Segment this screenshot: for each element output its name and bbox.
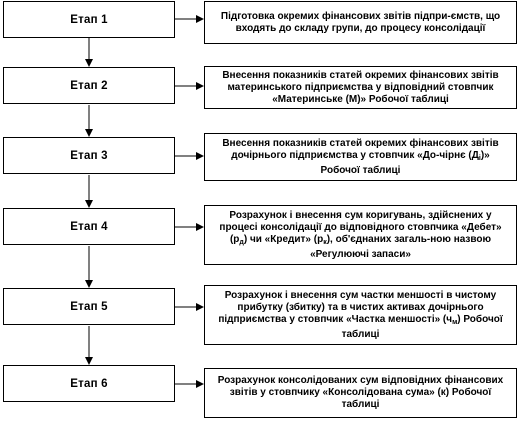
stage-label: Етап 1 — [70, 13, 108, 26]
stage-description-text: Внесення показників статей окремих фінан… — [222, 69, 499, 105]
stage-label: Етап 6 — [70, 377, 108, 390]
text-part: )» Робочої таблиці — [320, 149, 490, 176]
stage-box-5: Етап 5 — [3, 288, 175, 325]
stage-box-2: Етап 2 — [3, 67, 175, 104]
subscript: к — [323, 238, 327, 246]
stage-description-4: Розрахунок і внесення сум коригувань, зд… — [204, 205, 517, 265]
stage-box-6: Етап 6 — [3, 365, 175, 402]
stage-label: Етап 4 — [70, 220, 108, 233]
subscript: д — [239, 238, 244, 246]
stage-box-3: Етап 3 — [3, 137, 175, 174]
stage-description-text: Підготовка окремих фінансових звітів під… — [220, 10, 501, 34]
stage-box-1: Етап 1 — [3, 1, 175, 38]
text-part: Розрахунок і внесення сум частки меншост… — [218, 289, 497, 325]
stage-description-text: Розрахунок і внесення сум частки меншост… — [213, 290, 508, 341]
stage-description-1: Підготовка окремих фінансових звітів під… — [204, 1, 517, 44]
stage-description-5: Розрахунок і внесення сум частки меншост… — [204, 285, 517, 345]
subscript: і — [478, 154, 481, 162]
stage-label: Етап 2 — [70, 79, 108, 92]
stage-box-4: Етап 4 — [3, 208, 175, 245]
stage-label: Етап 5 — [70, 300, 108, 313]
text-part: ) чи «Кредит» (р — [243, 233, 324, 245]
text-part: Внесення показників статей окремих фінан… — [222, 137, 499, 161]
subscript: м — [452, 318, 458, 326]
text-part: Розрахунок і внесення сум коригувань, зд… — [219, 209, 502, 245]
stage-description-text: Розрахунок і внесення сум коригувань, зд… — [213, 210, 508, 261]
stage-description-3: Внесення показників статей окремих фінан… — [204, 133, 517, 181]
stage-description-text: Внесення показників статей окремих фінан… — [213, 138, 508, 177]
stage-label: Етап 3 — [70, 149, 108, 162]
text-part: ) Робочої таблиці — [341, 313, 503, 340]
stage-description-2: Внесення показників статей окремих фінан… — [204, 66, 517, 109]
text-part: ), об'єднаних загаль-ною назвою «Регулюю… — [310, 233, 492, 260]
stage-description-text: Розрахунок консолідованих сум відповідни… — [217, 375, 504, 410]
stage-description-6: Розрахунок консолідованих сум відповідни… — [204, 368, 517, 418]
